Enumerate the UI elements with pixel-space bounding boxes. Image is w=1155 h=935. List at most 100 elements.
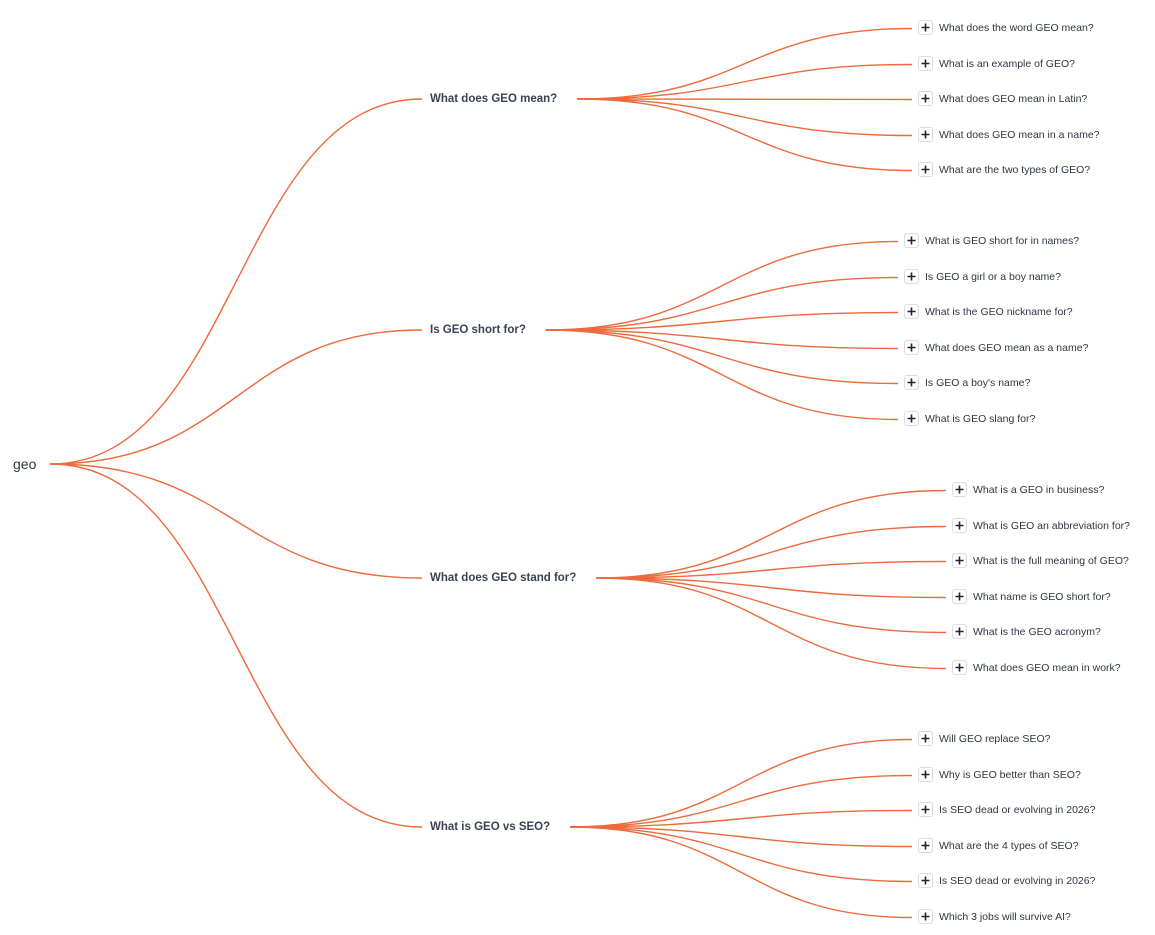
expand-button[interactable]: [904, 269, 919, 284]
expand-button[interactable]: [904, 233, 919, 248]
branch-node-what-is-geo-vs-seo[interactable]: What is GEO vs SEO?: [430, 821, 551, 833]
leaf-node[interactable]: What does GEO mean in Latin?: [918, 91, 1087, 106]
leaf-node[interactable]: What are the two types of GEO?: [918, 162, 1090, 177]
branch-to-leaf-link: [596, 489, 947, 579]
leaf-node[interactable]: What does GEO mean as a name?: [904, 340, 1088, 355]
branch-to-leaf-link: [577, 98, 913, 137]
plus-icon: [921, 94, 930, 103]
expand-button[interactable]: [952, 518, 967, 533]
branch-node-is-geo-short-for[interactable]: Is GEO short for?: [430, 324, 526, 336]
leaf-node[interactable]: What is GEO an abbreviation for?: [952, 518, 1130, 533]
leaf-node[interactable]: What is the full meaning of GEO?: [952, 553, 1129, 568]
branch-to-leaf-link: [545, 276, 899, 331]
leaf-label: What does the word GEO mean?: [939, 21, 1094, 34]
expand-button[interactable]: [904, 411, 919, 426]
plus-icon: [921, 734, 930, 743]
branch-to-leaf-link: [596, 577, 947, 634]
leaf-node[interactable]: What is the GEO nickname for?: [904, 304, 1073, 319]
plus-icon: [907, 272, 916, 281]
expand-button[interactable]: [904, 375, 919, 390]
expand-button[interactable]: [952, 624, 967, 639]
leaf-node[interactable]: Is SEO dead or evolving in 2026?: [918, 873, 1095, 888]
expand-button[interactable]: [952, 482, 967, 497]
plus-icon: [955, 592, 964, 601]
leaf-node[interactable]: Is GEO a girl or a boy name?: [904, 269, 1061, 284]
expand-button[interactable]: [904, 304, 919, 319]
leaf-node[interactable]: What are the 4 types of SEO?: [918, 838, 1079, 853]
root-node-label[interactable]: geo: [13, 456, 37, 472]
plus-icon: [921, 805, 930, 814]
expand-button[interactable]: [918, 767, 933, 782]
leaf-label: What is GEO slang for?: [925, 412, 1036, 425]
leaf-label: Is GEO a girl or a boy name?: [925, 270, 1061, 283]
leaf-label: What does GEO mean in Latin?: [939, 92, 1088, 105]
plus-icon: [955, 627, 964, 636]
expand-button[interactable]: [918, 909, 933, 924]
leaf-node[interactable]: Why is GEO better than SEO?: [918, 767, 1081, 782]
expand-button[interactable]: [952, 589, 967, 604]
plus-icon: [921, 165, 930, 174]
leaf-node[interactable]: What name is GEO short for?: [952, 589, 1111, 604]
plus-icon: [921, 130, 930, 139]
plus-icon: [921, 912, 930, 921]
expand-button[interactable]: [918, 731, 933, 746]
leaf-label: Which 3 jobs will survive AI?: [939, 910, 1071, 923]
leaf-label: What is the GEO nickname for?: [925, 305, 1073, 318]
leaf-label: What is GEO an abbreviation for?: [973, 519, 1130, 532]
leaf-label: Is SEO dead or evolving in 2026?: [939, 874, 1096, 887]
expand-button[interactable]: [918, 20, 933, 35]
expand-button[interactable]: [952, 660, 967, 675]
leaf-node[interactable]: What does GEO mean in a name?: [918, 127, 1100, 142]
expand-button[interactable]: [918, 127, 933, 142]
leaf-node[interactable]: What is GEO short for in names?: [904, 233, 1079, 248]
plus-icon: [921, 23, 930, 32]
leaf-label: What does GEO mean as a name?: [925, 341, 1089, 354]
leaf-node[interactable]: Will GEO replace SEO?: [918, 731, 1050, 746]
leaf-node[interactable]: What is the GEO acronym?: [952, 624, 1101, 639]
expand-button[interactable]: [952, 553, 967, 568]
leaf-label: What are the two types of GEO?: [939, 163, 1091, 176]
leaf-node[interactable]: Is GEO a boy's name?: [904, 375, 1030, 390]
branch-node-what-does-geo-mean[interactable]: What does GEO mean?: [430, 93, 558, 105]
branch-to-leaf-link: [596, 560, 947, 579]
expand-button[interactable]: [918, 873, 933, 888]
leaf-node[interactable]: What is an example of GEO?: [918, 56, 1075, 71]
leaf-label: What is the GEO acronym?: [973, 625, 1101, 638]
leaf-label: Why is GEO better than SEO?: [939, 768, 1081, 781]
root-to-branch-link: [50, 329, 423, 465]
root-to-branch-link: [50, 463, 423, 828]
leaf-node[interactable]: What does the word GEO mean?: [918, 20, 1094, 35]
leaf-label: What is the full meaning of GEO?: [973, 554, 1129, 567]
leaf-label: Is SEO dead or evolving in 2026?: [939, 803, 1096, 816]
branch-to-leaf-link: [570, 826, 913, 883]
branch-to-leaf-link: [545, 329, 899, 350]
leaf-node[interactable]: Is SEO dead or evolving in 2026?: [918, 802, 1095, 817]
plus-icon: [907, 378, 916, 387]
expand-button[interactable]: [918, 91, 933, 106]
plus-icon: [907, 343, 916, 352]
leaf-label: Is GEO a boy's name?: [925, 376, 1031, 389]
expand-button[interactable]: [918, 162, 933, 177]
plus-icon: [955, 663, 964, 672]
branch-to-leaf-link: [570, 738, 913, 828]
leaf-label: What is GEO short for in names?: [925, 234, 1080, 247]
branch-node-what-does-geo-stand-for[interactable]: What does GEO stand for?: [430, 572, 577, 584]
branch-to-leaf-link: [577, 63, 913, 100]
branch-to-leaf-link: [577, 27, 913, 100]
leaf-node[interactable]: What is GEO slang for?: [904, 411, 1035, 426]
expand-button[interactable]: [918, 802, 933, 817]
expand-button[interactable]: [904, 340, 919, 355]
leaf-label: What does GEO mean in a name?: [939, 128, 1100, 141]
leaf-node[interactable]: What does GEO mean in work?: [952, 660, 1121, 675]
expand-button[interactable]: [918, 56, 933, 71]
plus-icon: [955, 521, 964, 530]
branch-to-leaf-link: [577, 98, 913, 101]
plus-icon: [921, 876, 930, 885]
leaf-label: Will GEO replace SEO?: [939, 732, 1051, 745]
leaf-node[interactable]: Which 3 jobs will survive AI?: [918, 909, 1071, 924]
leaf-node[interactable]: What is a GEO in business?: [952, 482, 1104, 497]
plus-icon: [921, 841, 930, 850]
expand-button[interactable]: [918, 838, 933, 853]
